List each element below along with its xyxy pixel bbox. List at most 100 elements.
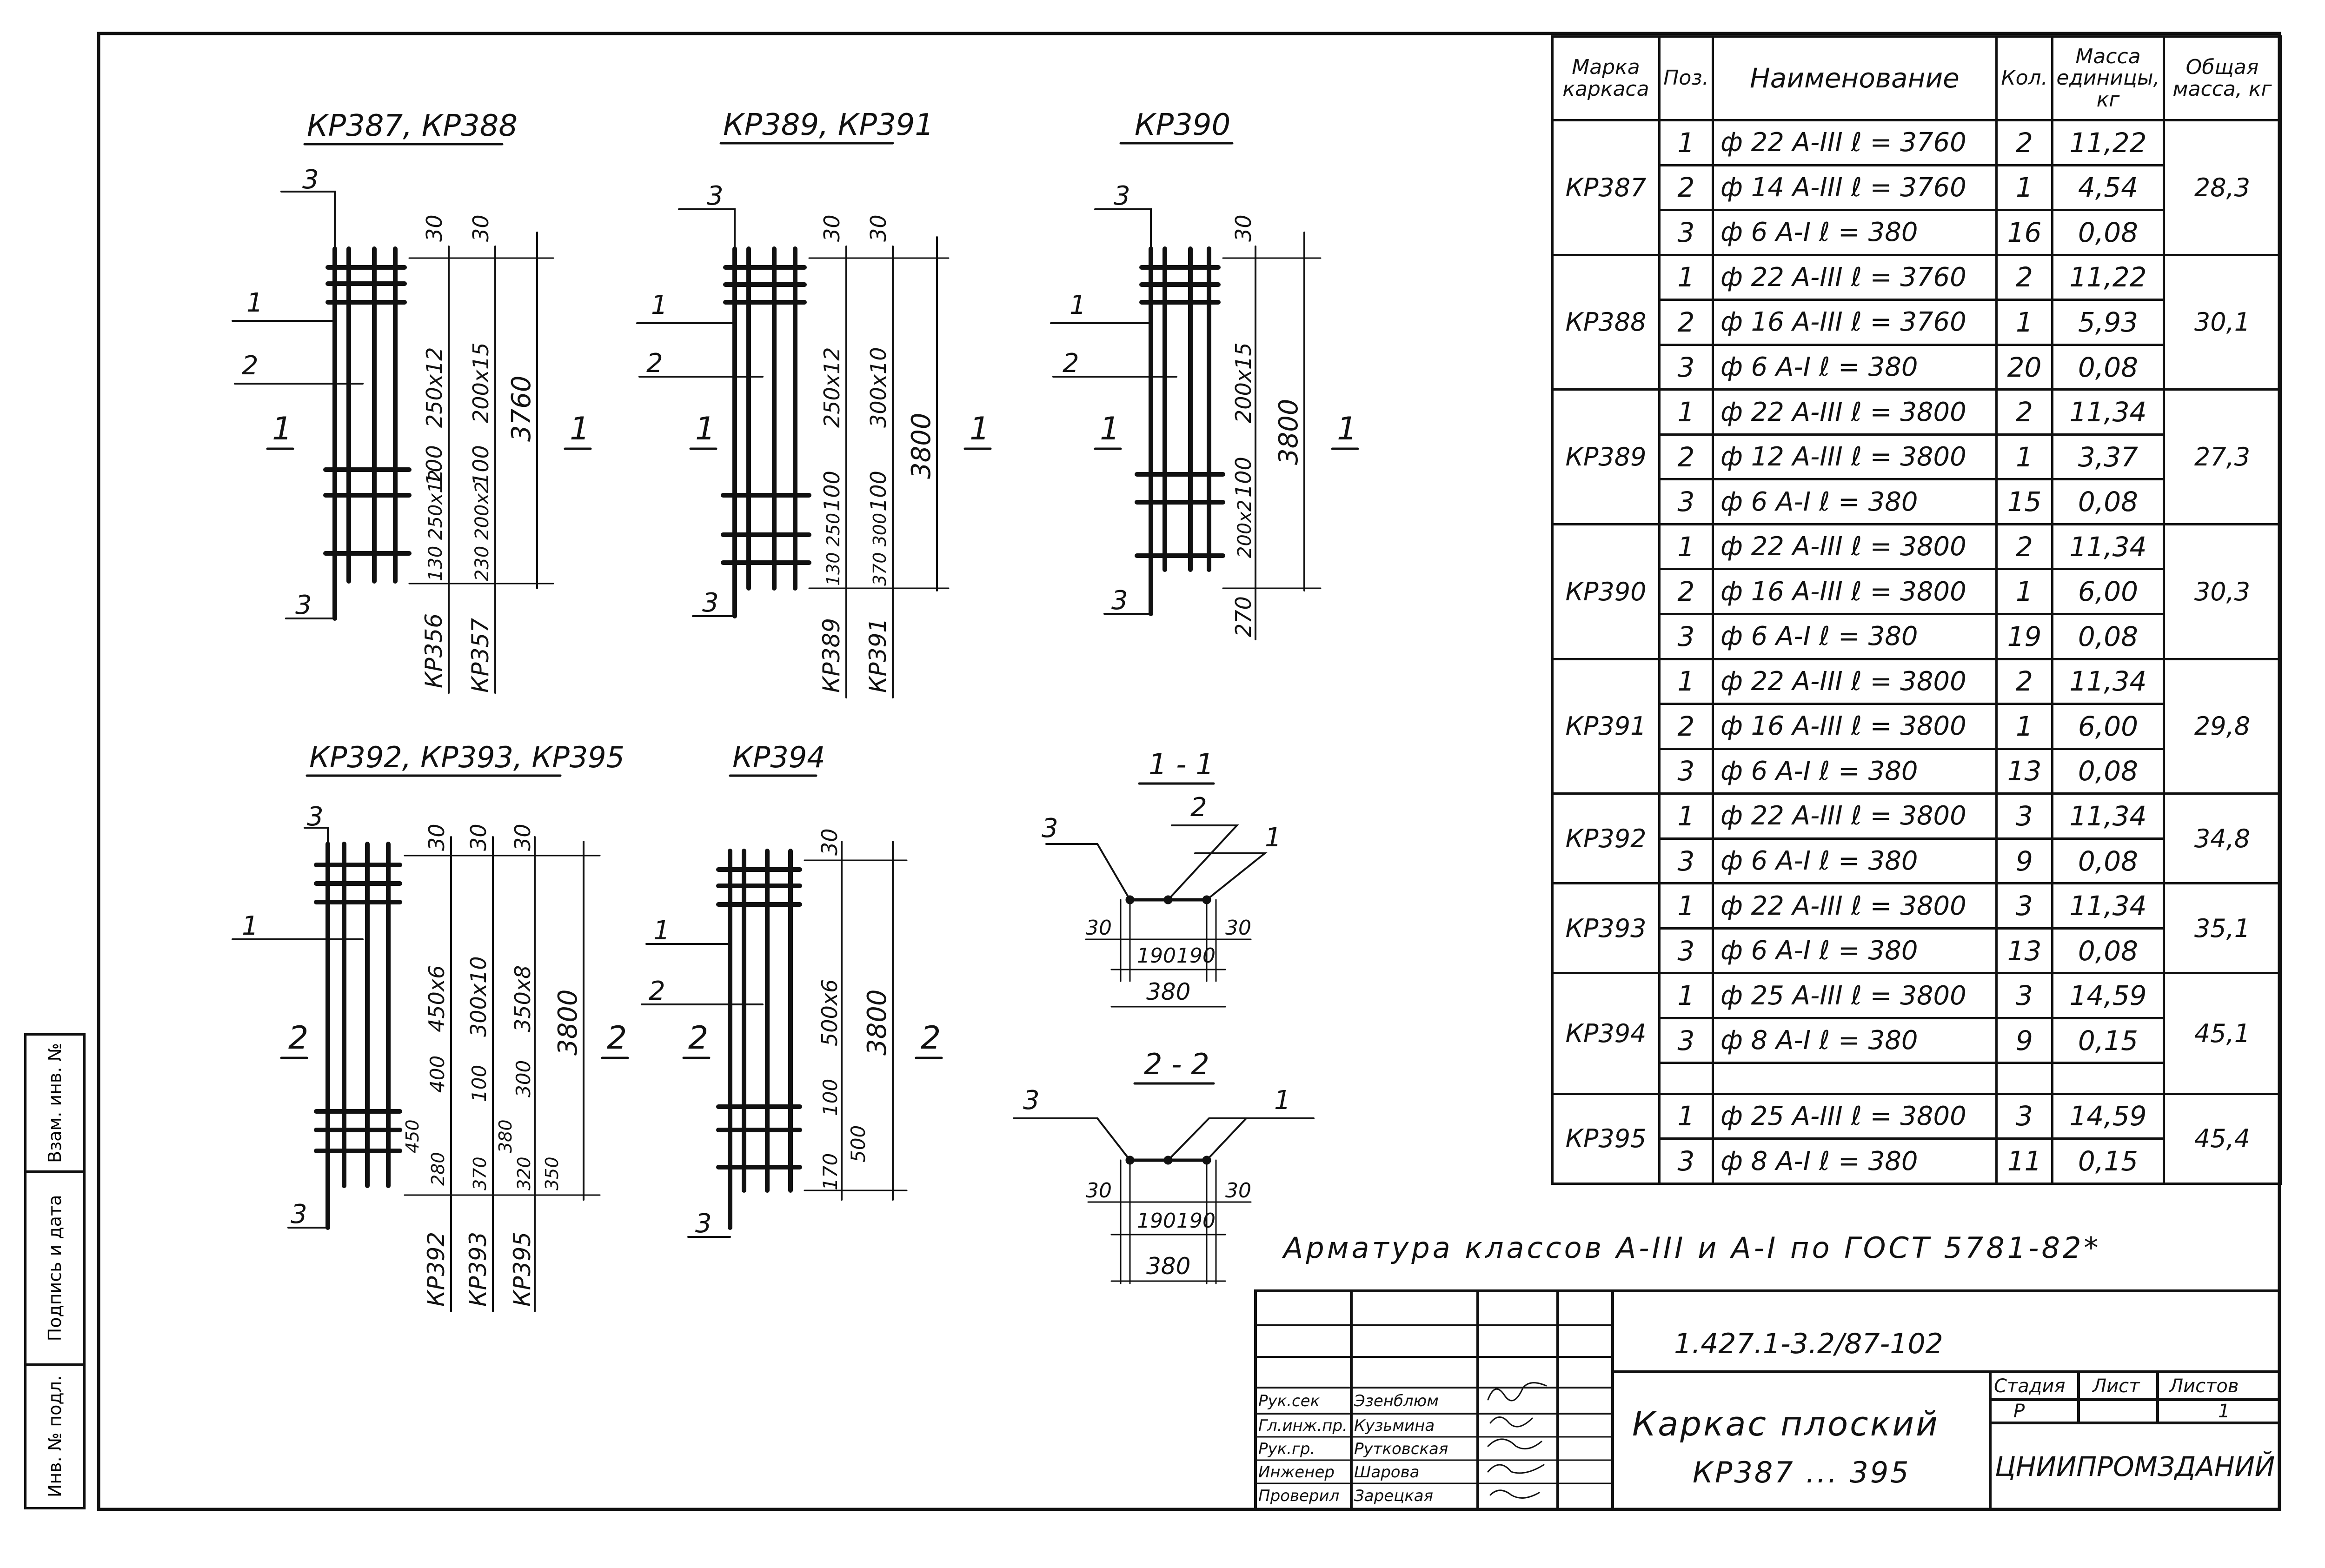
svg-text:3: 3 <box>702 588 719 618</box>
total-mass: 27,3 <box>2163 388 2282 525</box>
svg-text:1: 1 <box>695 411 715 447</box>
svg-text:1: 1 <box>246 288 263 318</box>
svg-text:1: 1 <box>1337 411 1357 447</box>
svg-text:1: 1 <box>651 290 668 320</box>
svg-text:400: 400 <box>426 1056 449 1093</box>
frame-group-4: КР392, КР393, КР395 3 1 3 2 2 <box>232 740 629 1312</box>
svg-text:1: 1 <box>570 411 590 447</box>
svg-text:3: 3 <box>302 165 319 195</box>
strip-replacement-inventory: Взам. инв. № <box>24 1033 86 1173</box>
svg-text:500: 500 <box>847 1125 870 1163</box>
svg-text:3: 3 <box>1114 181 1130 211</box>
svg-text:350х8: 350х8 <box>510 965 535 1032</box>
svg-text:3: 3 <box>695 1209 712 1239</box>
svg-text:3: 3 <box>707 181 724 211</box>
svg-text:30: 30 <box>466 824 491 851</box>
frame-title: КР392, КР393, КР395 <box>309 740 624 774</box>
total-mass: 28,3 <box>2163 119 2282 256</box>
frame-title: КР394 <box>732 740 825 774</box>
frame-title: КР387, КР388 <box>307 109 518 143</box>
svg-text:130 250х12: 130 250х12 <box>425 470 446 581</box>
svg-text:30: 30 <box>819 214 844 242</box>
table-row: 3 ф 6 А-I ℓ = 380 20 0,08 <box>1553 343 2281 391</box>
svg-text:КР389: КР389 <box>818 618 845 693</box>
svg-text:100: 100 <box>468 1065 491 1102</box>
table-row: КР394 1 ф 25 А-III ℓ = 3800 3 14,59 45,1 <box>1551 972 2282 1095</box>
svg-text:100: 100 <box>819 1079 842 1116</box>
svg-text:2: 2 <box>607 1020 627 1056</box>
svg-text:100: 100 <box>866 471 891 512</box>
svg-text:100: 100 <box>1231 457 1256 498</box>
document-code: 1.427.1-3.2/87-102 <box>1674 1328 1943 1360</box>
svg-text:100: 100 <box>422 445 447 486</box>
strip-signature-date: Подпись и дата <box>24 1170 86 1366</box>
frame-title: КР390 <box>1135 108 1230 142</box>
svg-text:230 200х2: 230 200х2 <box>472 481 493 581</box>
svg-text:1: 1 <box>272 411 292 447</box>
svg-text:370: 370 <box>470 1156 490 1190</box>
svg-text:190: 190 <box>1176 944 1216 968</box>
table-row: КР392 1 ф 22 А-III ℓ = 3800 3 11,34 34,8 <box>1551 792 2282 885</box>
table-row: 2 ф 12 А-III ℓ = 3800 1 3,37 <box>1553 433 2281 481</box>
svg-text:300х10: 300х10 <box>866 347 891 428</box>
table-row: КР388 1 ф 22 А-III ℓ = 3760 2 11,22 30,1 <box>1551 253 2282 391</box>
frame-group-1: КР387, КР388 3 1 2 3 1 1 <box>232 109 592 694</box>
svg-text:КР391: КР391 <box>864 618 891 693</box>
frame-title: КР389, КР391 <box>723 108 934 142</box>
svg-text:3: 3 <box>1042 813 1058 844</box>
svg-text:КР357: КР357 <box>467 618 494 693</box>
svg-text:1: 1 <box>1100 411 1120 447</box>
frame-mark: КР387 <box>1551 119 1661 256</box>
total-mass: 45,4 <box>2163 1092 2282 1185</box>
total-mass: 45,1 <box>2163 972 2282 1095</box>
table-row: 3 ф 6 А-I ℓ = 380 13 0,08 <box>1553 747 2281 795</box>
frame-mark: КР395 <box>1551 1092 1661 1185</box>
svg-text:2: 2 <box>1190 792 1207 823</box>
material-note: Арматура классов А-III и А-I по ГОСТ 578… <box>1282 1231 2101 1265</box>
svg-text:30: 30 <box>422 214 447 242</box>
svg-text:30: 30 <box>1225 916 1251 940</box>
strip-original-inventory: Инв. № подл. <box>24 1363 86 1509</box>
frame-group-3: КР390 3 1 2 3 1 1 <box>1050 108 1359 640</box>
frame-mark: КР390 <box>1551 523 1661 660</box>
table-row: КР391 1 ф 22 А-III ℓ = 3800 2 11,34 29,8 <box>1551 658 2282 795</box>
svg-text:200х15: 200х15 <box>1231 342 1256 423</box>
col-header-qty: Кол. <box>1995 35 2053 121</box>
svg-text:190: 190 <box>1176 1209 1216 1233</box>
table-row: КР393 1 ф 22 А-III ℓ = 3800 3 11,34 35,1 <box>1551 882 2282 975</box>
total-mass: 30,1 <box>2163 253 2282 391</box>
svg-text:30: 30 <box>1225 1179 1251 1203</box>
table-row-empty <box>1553 1062 2281 1095</box>
sheets-value: 1 <box>2218 1401 2230 1422</box>
svg-text:КР356: КР356 <box>420 613 447 688</box>
svg-text:100: 100 <box>468 445 493 486</box>
svg-text:3: 3 <box>291 1199 307 1229</box>
svg-text:380: 380 <box>495 1119 516 1153</box>
table-row: 3 ф 6 А-I ℓ = 380 19 0,08 <box>1553 613 2281 660</box>
svg-text:1: 1 <box>970 411 990 447</box>
svg-text:350: 350 <box>542 1156 562 1190</box>
col-header-unit-mass: Масса единицы, кг <box>2051 35 2165 121</box>
svg-text:500х6: 500х6 <box>817 979 842 1046</box>
svg-text:100: 100 <box>819 471 844 512</box>
col-header-pos: Поз. <box>1658 35 1714 121</box>
frame-mark: КР388 <box>1551 253 1661 391</box>
table-row: 2 ф 14 А-III ℓ = 3760 1 4,54 <box>1553 164 2281 212</box>
svg-text:30: 30 <box>1231 214 1256 242</box>
table-row: 3 ф 8 А-I ℓ = 380 9 0,15 <box>1553 1017 2281 1064</box>
svg-text:2: 2 <box>1063 348 1079 379</box>
svg-text:КР392: КР392 <box>423 1232 450 1307</box>
signatures <box>1487 1382 1547 1499</box>
col-header-mark: Марка каркаса <box>1551 35 1661 121</box>
section-title: 1 - 1 <box>1149 747 1214 781</box>
total-mass: 29,8 <box>2163 658 2282 795</box>
frame-mark: КР393 <box>1551 882 1661 975</box>
svg-text:190: 190 <box>1137 1209 1176 1233</box>
table-row: 3 ф 8 А-I ℓ = 380 11 0,15 <box>1553 1137 2281 1185</box>
svg-text:30: 30 <box>1086 1179 1112 1203</box>
table-row: 2 ф 16 А-III ℓ = 3800 1 6,00 <box>1553 703 2281 750</box>
table-row: 3 ф 6 А-I ℓ = 380 9 0,08 <box>1553 837 2281 885</box>
svg-text:300х10: 300х10 <box>466 956 491 1037</box>
sheets-label: Листов <box>2169 1375 2239 1397</box>
